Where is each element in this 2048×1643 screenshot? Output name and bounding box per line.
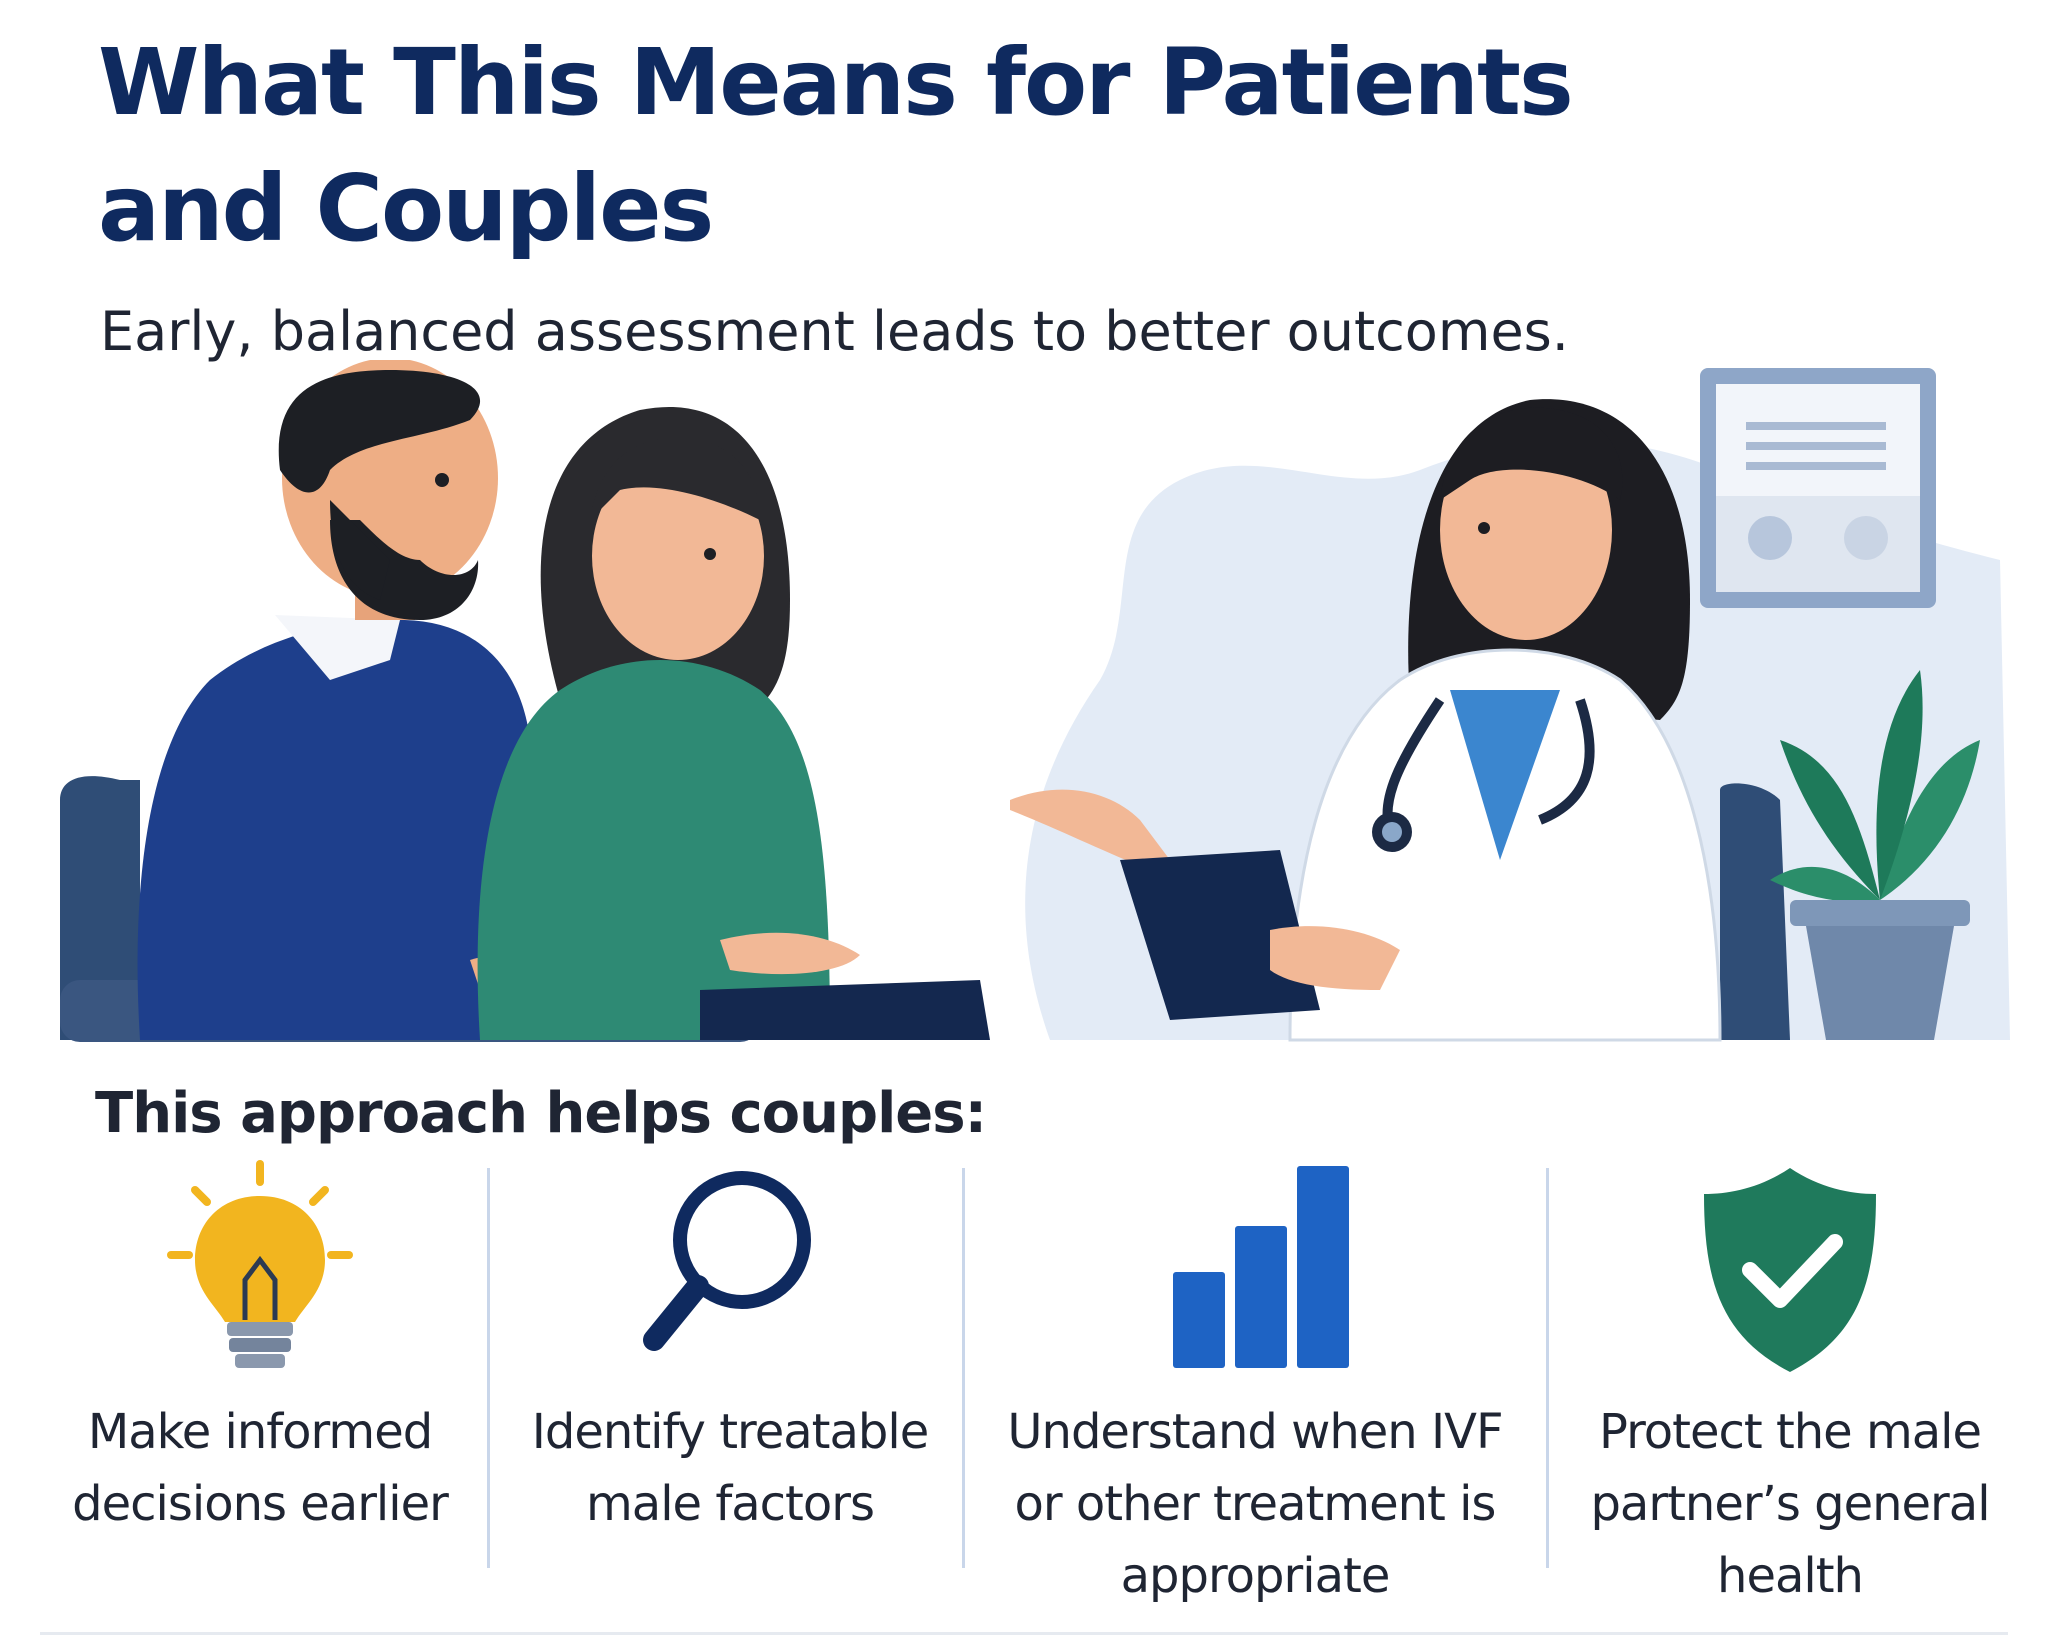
benefit-item: Understand when IVF or other treatment i…	[985, 1150, 1525, 1620]
page-title: What This Means for Patients and Couples	[98, 29, 1574, 262]
benefit-label: Make informed decisions earlier	[72, 1404, 449, 1532]
lightbulb-icon	[165, 1160, 355, 1385]
column-divider	[1546, 1168, 1549, 1568]
benefit-item: Identify treatable male factors	[520, 1150, 940, 1620]
section-heading: This approach helps couples:	[95, 1081, 987, 1146]
potted-plant	[1770, 670, 1980, 1040]
doctor-chair	[1720, 783, 1790, 1040]
column-divider	[487, 1168, 490, 1568]
wall-poster	[1700, 368, 1936, 608]
bar-chart-icon	[1145, 1160, 1365, 1385]
bottom-rule	[40, 1632, 2008, 1635]
doctor-figure	[1010, 399, 1722, 1042]
benefit-item: Make informed decisions earlier	[60, 1150, 460, 1620]
consultation-illustration	[60, 360, 2010, 1042]
benefit-label: Protect the male partner’s general healt…	[1590, 1404, 1990, 1604]
benefit-label: Identify treatable male factors	[531, 1404, 929, 1532]
benefit-item: Protect the male partner’s general healt…	[1570, 1150, 2010, 1620]
column-divider	[962, 1168, 965, 1568]
shield-check-icon	[1690, 1160, 1890, 1385]
page-subtitle: Early, balanced assessment leads to bett…	[100, 300, 1569, 363]
woman-figure	[477, 406, 990, 1040]
magnifier-icon	[630, 1160, 830, 1385]
benefit-label: Understand when IVF or other treatment i…	[1007, 1404, 1503, 1604]
